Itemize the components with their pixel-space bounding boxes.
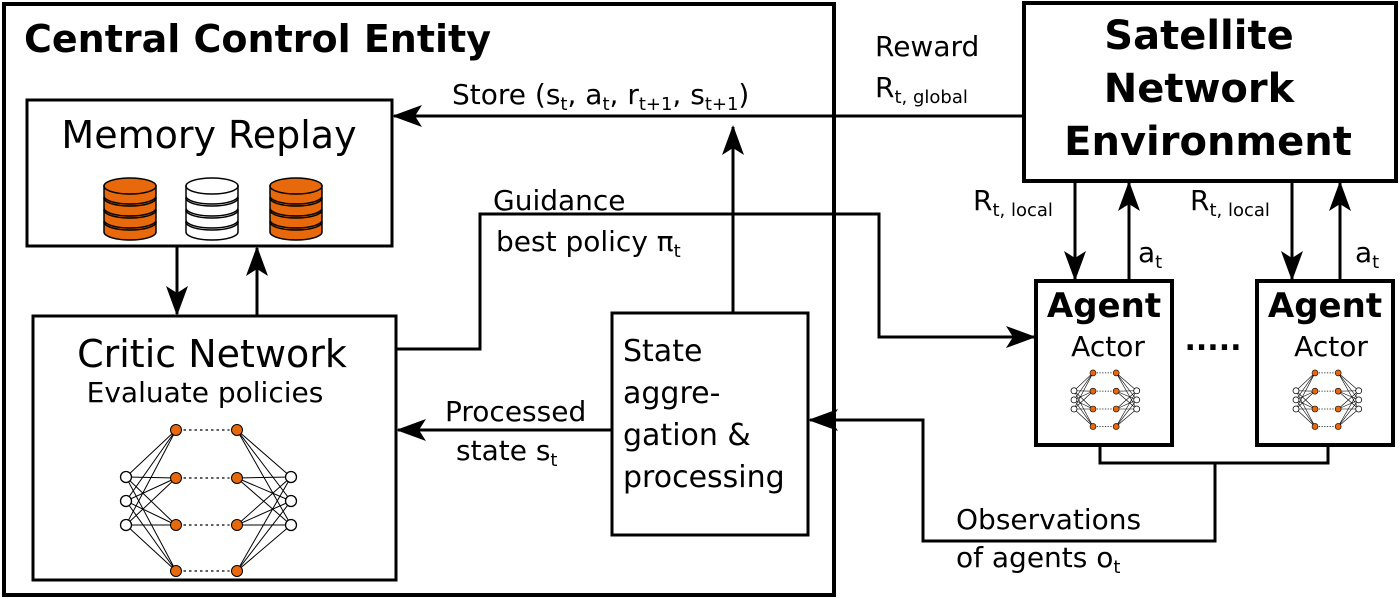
- guidance-arrow: [396, 212, 1036, 351]
- state-aggregation-box: [610, 311, 810, 537]
- agent-1-neural-network-icon: [1070, 369, 1141, 430]
- processed-label: Processed: [445, 395, 586, 428]
- agent-2-neural-network-icon: [1292, 369, 1363, 430]
- reward-symbol-label: Rt, global: [875, 71, 968, 108]
- observations-connector: [1098, 445, 1330, 465]
- action-label-2: at: [1355, 236, 1379, 273]
- observations-of-agents-label: of agents ot: [956, 541, 1120, 578]
- memory-replay-title: Memory Replay: [61, 113, 356, 157]
- satellite-network-environment-box: [1022, 1, 1398, 183]
- state-line-2: aggre-: [623, 376, 720, 411]
- agent-separator-dots: .....: [1185, 323, 1242, 358]
- observations-arrow: [808, 409, 1217, 543]
- central-control-title: Central Control Entity: [24, 17, 491, 61]
- state-line-4: processing: [623, 460, 785, 495]
- critic-neural-network-icon: [119, 424, 298, 577]
- memory-disc-stack: [269, 177, 323, 241]
- critic-network-subtitle: Evaluate policies: [87, 376, 324, 409]
- guidance-label: Guidance: [493, 184, 626, 217]
- processed-state-label: state st: [456, 434, 557, 471]
- agent-1-subtitle: Actor: [1071, 330, 1145, 363]
- environment-line-2: Network: [1104, 66, 1296, 112]
- agent-box-2: [1255, 279, 1395, 447]
- environment-line-1: Satellite: [1104, 13, 1293, 59]
- observations-label: Observations: [956, 503, 1141, 536]
- state-line-1: State: [623, 334, 702, 369]
- agent-1-title: Agent: [1047, 286, 1161, 326]
- agent-box-1: [1034, 279, 1174, 447]
- critic-network-title: Critic Network: [77, 332, 347, 376]
- store-label: Store (st, at, rt+1, st+1): [452, 78, 749, 115]
- memory-stacks: [103, 177, 323, 241]
- memory-disc-stack: [185, 177, 239, 241]
- local-reward-label-2: Rt, local: [1190, 184, 1270, 221]
- critic-network-box: [31, 314, 398, 582]
- local-reward-label-1: Rt, local: [973, 184, 1053, 221]
- environment-line-3: Environment: [1064, 119, 1352, 165]
- action-label-1: at: [1138, 236, 1162, 273]
- reward-label: Reward: [875, 30, 979, 63]
- best-policy-label: best policy πt: [496, 225, 681, 262]
- memory-disc-stack: [103, 177, 157, 241]
- agent-2-subtitle: Actor: [1294, 330, 1368, 363]
- state-line-3: gation &: [623, 418, 751, 453]
- agent-2-title: Agent: [1268, 286, 1382, 326]
